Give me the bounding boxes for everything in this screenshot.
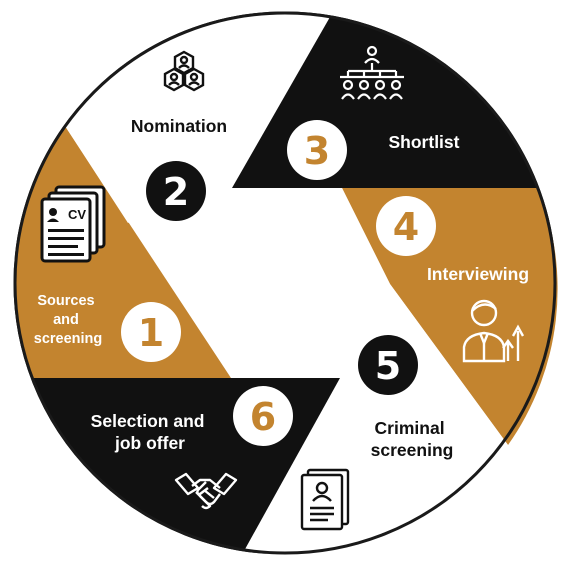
step-5-badge: 5 — [358, 335, 418, 395]
step-6-label: Selection and job offer — [91, 411, 210, 453]
handshake-icon — [174, 472, 238, 510]
step-4-number: 4 — [393, 205, 419, 249]
step-4-label: Interviewing — [427, 264, 529, 284]
center-hexagon — [184, 188, 390, 378]
step-1-label: Sources and screening — [34, 293, 103, 347]
step-2-label: Nomination — [131, 116, 227, 136]
step-4-badge: 4 — [376, 196, 436, 256]
step-6-number: 6 — [250, 395, 276, 439]
step-3-label: Shortlist — [389, 132, 460, 152]
step-2-number: 2 — [163, 170, 189, 214]
people-group-icon — [163, 50, 205, 92]
step-1-badge: 1 — [121, 302, 181, 362]
step-2-badge: 2 — [146, 161, 206, 221]
sector-nomination — [65, 13, 330, 223]
step-3-badge: 3 — [287, 120, 347, 180]
svg-text:CV: CV — [68, 207, 86, 222]
cv-documents-icon: CV — [40, 185, 106, 263]
step-5-label: Criminal screening — [371, 418, 454, 460]
step-5-number: 5 — [375, 344, 401, 388]
wheel-border — [13, 11, 557, 555]
profile-document-icon — [300, 468, 350, 531]
step-3-number: 3 — [304, 129, 330, 173]
step-1-number: 1 — [138, 311, 164, 355]
org-chart-icon — [340, 45, 404, 100]
person-growth-icon — [462, 299, 525, 363]
step-6-badge: 6 — [233, 386, 293, 446]
